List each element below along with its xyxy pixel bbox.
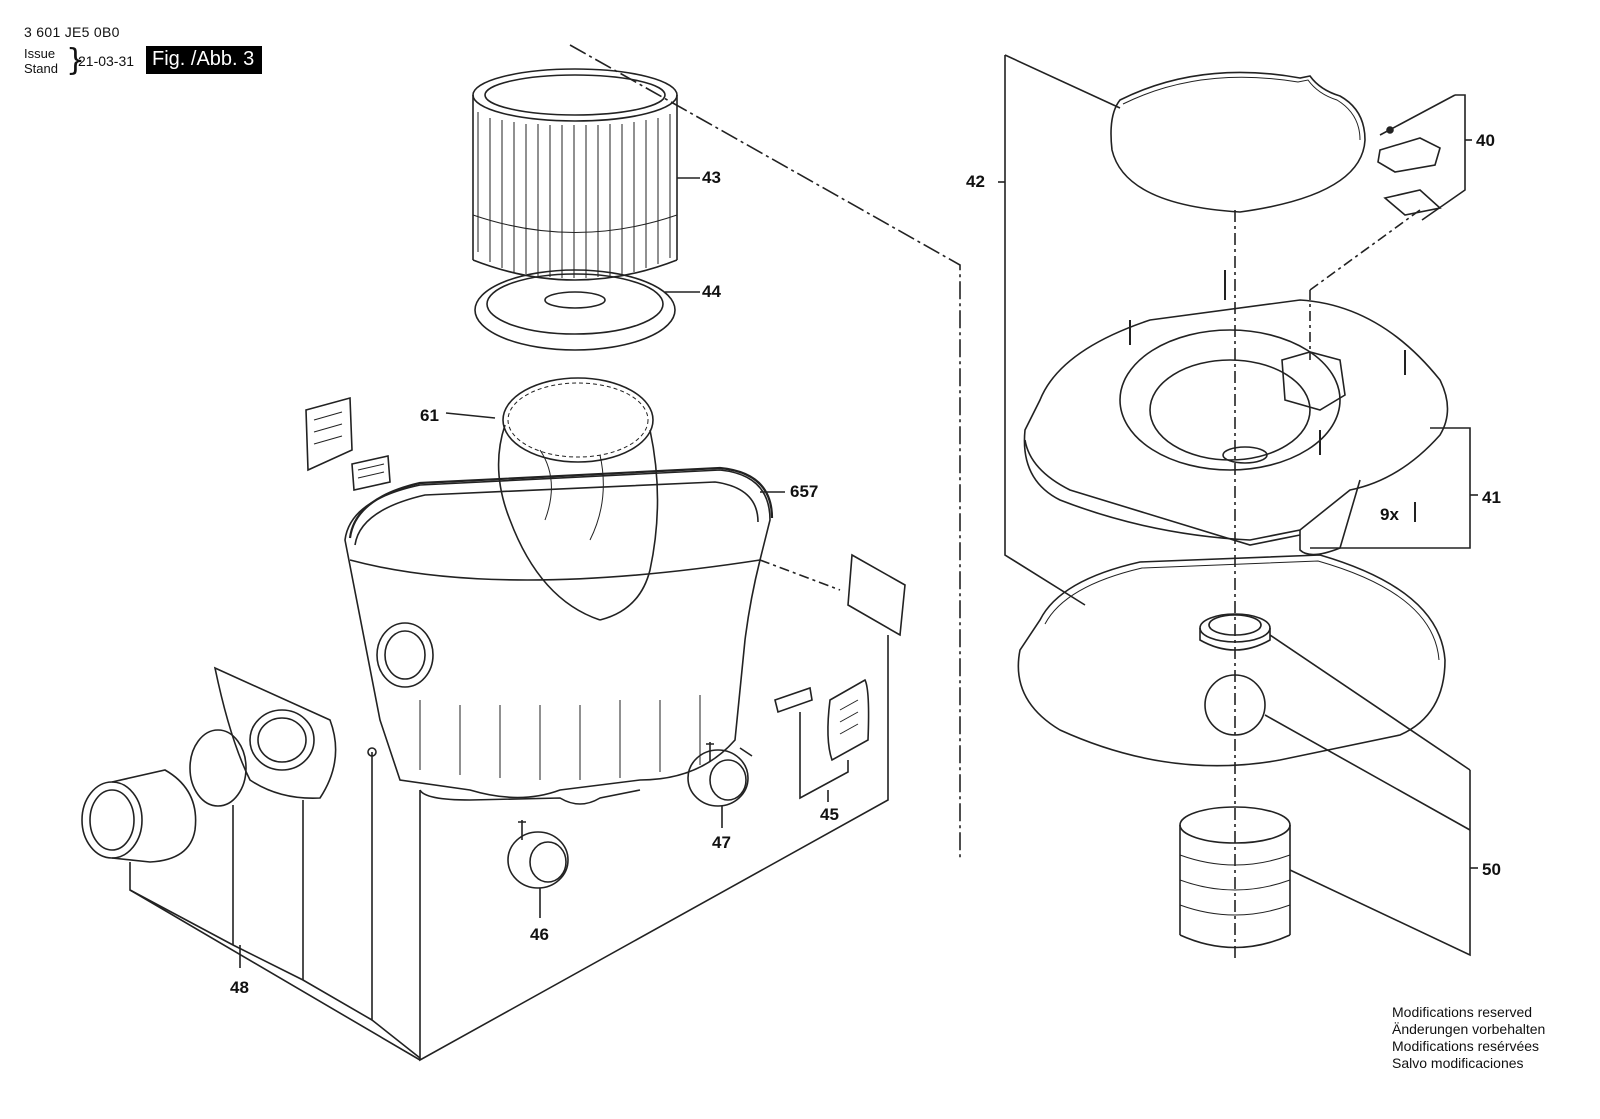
label-plate [847,553,906,637]
stand-label: Stand [24,61,58,76]
callout-61: 61 [420,406,439,425]
leader-lines [129,44,1478,1062]
castor-47 [687,742,753,807]
note-es: Salvo modificaciones [1392,1055,1524,1071]
callout-48: 48 [230,978,249,997]
note-de: Änderungen vorbehalten [1392,1021,1546,1037]
latch-clip-45 [774,678,870,762]
callout-50: 50 [1482,860,1501,879]
o-ring-48 [189,729,247,807]
filter-ring [474,269,676,351]
callout-46: 46 [530,925,549,944]
lower-gasket [1017,554,1446,767]
float-cage [1179,806,1291,949]
callout-41: 41 [1482,488,1501,507]
callout-44: 44 [702,282,721,301]
callout-43: 43 [702,168,721,187]
lid-o-ring [1110,71,1366,213]
callout-42: 42 [966,172,985,191]
callout-labels: 43 44 61 657 45 47 46 48 42 40 41 9x 50 [230,131,1501,997]
inlet-cover [213,666,337,799]
issue-label: Issue [24,46,56,61]
part-number: 3 601 JE5 0B0 [24,24,120,40]
modification-notes: Modifications reserved Änderungen vorbeh… [1392,1004,1545,1072]
callout-47: 47 [712,833,731,852]
filter-cartridge [472,68,678,281]
container-tank [344,469,771,805]
callout-9x: 9x [1380,505,1399,524]
note-en: Modifications reserved [1392,1004,1533,1020]
latch-clip-upper [305,396,353,472]
brace-glyph: } [66,43,86,78]
issue-stand-labels: Issue Stand [24,46,58,76]
castor-46 [507,820,569,889]
hose-connector [81,769,197,863]
note-fr: Modifications resérvées [1392,1038,1540,1054]
switch-parts-40 [1377,126,1442,216]
latch-hinge-upper [351,455,391,491]
callout-40: 40 [1476,131,1495,150]
dust-bag [497,377,659,621]
figure-label: Fig. /Abb. 3 [146,46,263,74]
callout-657: 657 [790,482,818,501]
issue-date: 21-03-31 [78,53,135,69]
callout-45: 45 [820,805,839,824]
